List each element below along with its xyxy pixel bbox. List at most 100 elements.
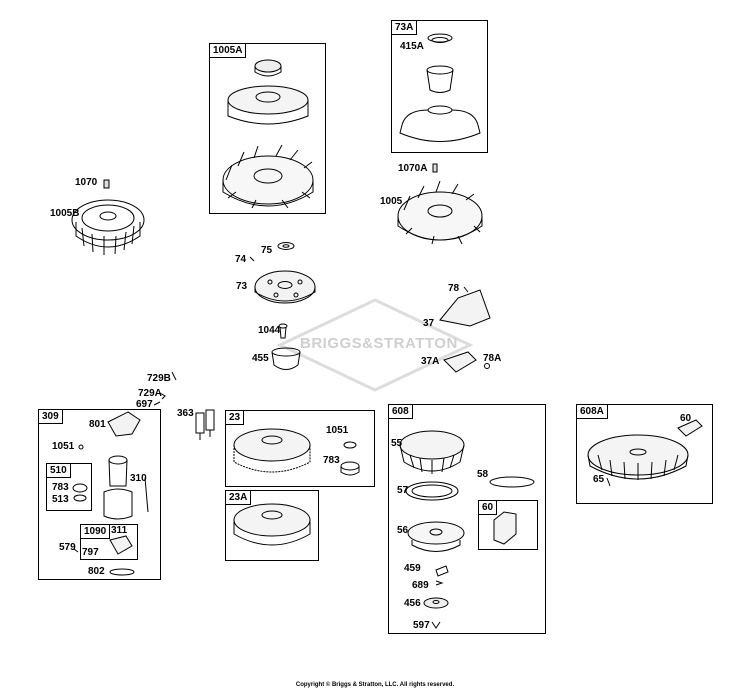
group-label-1090: 1090 bbox=[80, 524, 111, 539]
callout-597: 597 bbox=[413, 620, 430, 631]
callout-78a: 78A bbox=[483, 353, 502, 364]
copyright-notice: Copyright © Briggs & Stratton, LLC. All … bbox=[295, 682, 455, 688]
part-65-screw bbox=[606, 477, 611, 487]
callout-456: 456 bbox=[404, 598, 421, 609]
part-60-grip bbox=[677, 419, 703, 437]
part-73a-sleeve bbox=[426, 65, 454, 93]
part-689-spring bbox=[435, 580, 444, 586]
part-729b-wire bbox=[171, 371, 177, 381]
part-797-brush bbox=[109, 535, 133, 555]
part-23a-flywheel bbox=[233, 503, 311, 546]
callout-783-starter: 783 bbox=[52, 482, 69, 493]
callout-311: 311 bbox=[111, 525, 128, 536]
callout-310: 310 bbox=[130, 473, 147, 484]
part-37a-baffle bbox=[443, 351, 477, 373]
part-37-baffle bbox=[439, 289, 491, 327]
part-armature bbox=[108, 455, 128, 487]
callout-37: 37 bbox=[423, 318, 435, 329]
callout-78: 78 bbox=[448, 283, 460, 294]
group-label-73a: 73A bbox=[391, 20, 418, 35]
part-513-spring bbox=[73, 494, 87, 502]
callout-697: 697 bbox=[136, 399, 153, 410]
part-58-rope bbox=[489, 476, 535, 488]
callout-783-flywheel: 783 bbox=[323, 455, 340, 466]
group-box-510: 510 bbox=[46, 463, 92, 511]
part-783-gear bbox=[72, 483, 88, 493]
part-1005-flywheel bbox=[397, 180, 483, 245]
callout-729a: 729A bbox=[138, 388, 162, 399]
group-label-309: 309 bbox=[38, 409, 63, 424]
callout-1070: 1070 bbox=[75, 177, 98, 188]
group-box-608a: 608A bbox=[576, 404, 713, 504]
callout-1051-flywheel: 1051 bbox=[326, 425, 349, 436]
part-57-spring bbox=[405, 481, 459, 501]
group-label-1005a: 1005A bbox=[209, 43, 247, 58]
part-60-handle bbox=[493, 511, 517, 545]
part-75-washer bbox=[277, 242, 295, 250]
part-1005b-flywheel bbox=[71, 199, 145, 255]
group-label-510: 510 bbox=[46, 463, 71, 478]
callout-459: 459 bbox=[404, 563, 421, 574]
callout-58: 58 bbox=[477, 469, 489, 480]
watermark-text: BRIGGS&STRATTON bbox=[300, 335, 458, 352]
callout-65: 65 bbox=[593, 474, 605, 485]
part-78a-screw bbox=[484, 363, 490, 369]
group-label-23a: 23A bbox=[225, 490, 252, 505]
callout-729b: 729B bbox=[147, 373, 171, 384]
callout-513: 513 bbox=[52, 494, 69, 505]
callout-56: 56 bbox=[397, 525, 409, 536]
part-579-screw bbox=[73, 548, 79, 553]
part-456-retainer bbox=[423, 597, 449, 609]
callout-73: 73 bbox=[236, 281, 248, 292]
part-1005a-cap bbox=[254, 59, 282, 77]
group-box-309: 309 bbox=[38, 409, 161, 580]
group-box-60: 60 bbox=[478, 500, 538, 550]
callout-75: 75 bbox=[261, 245, 273, 256]
part-697-pin bbox=[153, 401, 161, 406]
group-box-608: 608 bbox=[388, 404, 546, 634]
part-73-plate bbox=[254, 270, 316, 304]
callout-579: 579 bbox=[59, 542, 76, 553]
part-73a-cover bbox=[399, 105, 481, 142]
part-783-gear-b bbox=[340, 461, 360, 476]
part-608a-guard bbox=[587, 434, 689, 480]
callout-802: 802 bbox=[88, 566, 105, 577]
part-455-cup bbox=[271, 347, 301, 370]
callout-1005b: 1005B bbox=[50, 208, 80, 219]
callout-415a: 415A bbox=[400, 41, 424, 52]
group-box-1005a: 1005A bbox=[209, 43, 326, 214]
part-801-housing bbox=[107, 411, 141, 437]
callout-60-grip: 60 bbox=[680, 413, 692, 424]
part-55-housing bbox=[399, 430, 465, 474]
part-1051-washer bbox=[78, 444, 84, 450]
callout-37a: 37A bbox=[421, 356, 440, 367]
group-label-608a: 608A bbox=[576, 404, 608, 419]
part-starter-frame bbox=[103, 488, 133, 520]
part-729a-clip bbox=[159, 392, 166, 400]
part-415a-ring bbox=[427, 33, 453, 43]
part-78-screw bbox=[463, 286, 469, 293]
part-1005a-flywheel bbox=[222, 144, 314, 209]
callout-74: 74 bbox=[235, 254, 247, 265]
callout-455: 455 bbox=[252, 353, 269, 364]
part-74-key bbox=[249, 256, 255, 262]
part-363-switch bbox=[195, 409, 215, 440]
callout-1070a: 1070A bbox=[398, 163, 428, 174]
callout-57: 57 bbox=[397, 485, 409, 496]
group-box-23a: 23A bbox=[225, 490, 319, 561]
callout-363: 363 bbox=[177, 408, 194, 419]
callout-689: 689 bbox=[412, 580, 429, 591]
part-23-flywheel bbox=[233, 428, 311, 473]
callout-1051-starter: 1051 bbox=[52, 441, 75, 452]
watermark-logo bbox=[276, 298, 474, 392]
group-label-23: 23 bbox=[225, 410, 245, 425]
group-box-23: 23 bbox=[225, 410, 375, 487]
callout-1044: 1044 bbox=[258, 325, 281, 336]
part-56-pulley bbox=[407, 521, 465, 552]
group-box-1090: 1090 bbox=[80, 524, 138, 560]
callout-801: 801 bbox=[89, 419, 106, 430]
part-459-pawl bbox=[435, 565, 449, 577]
part-1070a-screw bbox=[432, 163, 438, 173]
